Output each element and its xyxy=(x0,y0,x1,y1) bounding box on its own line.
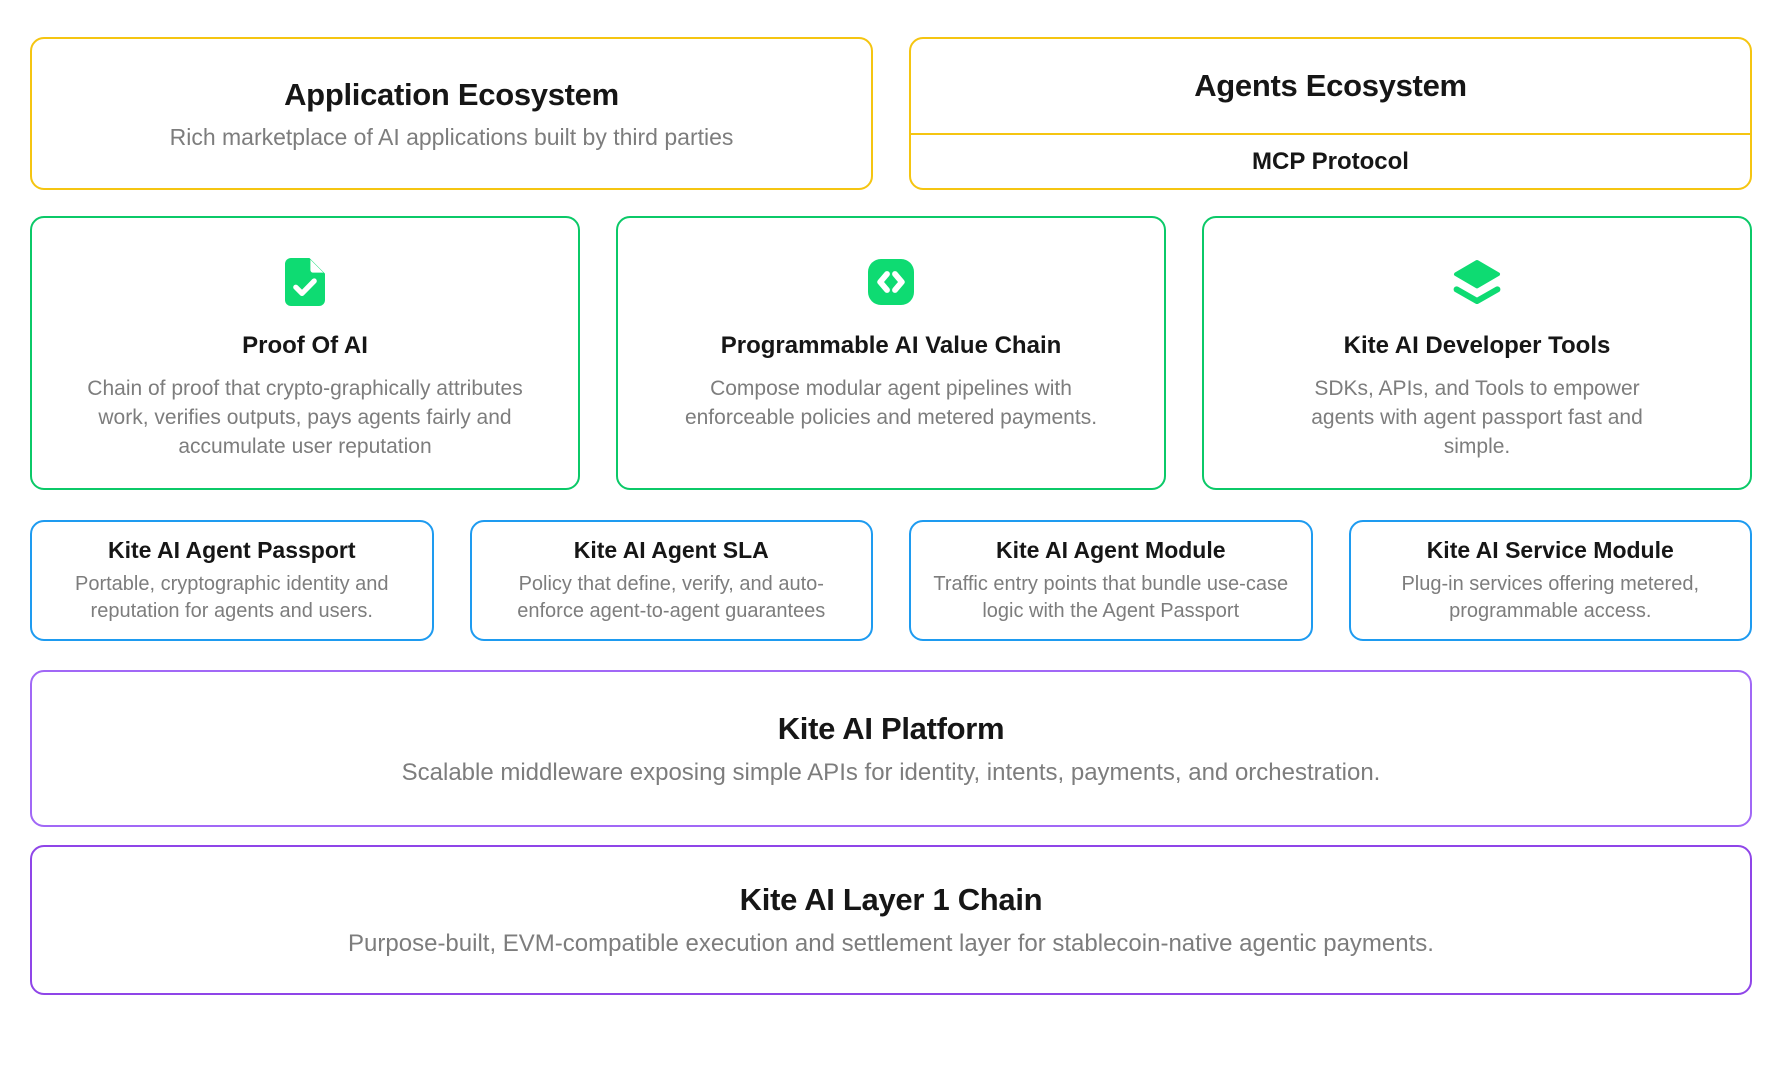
agents-ecosystem-divider xyxy=(911,133,1750,135)
agents-ecosystem-header: Agents Ecosystem xyxy=(911,39,1750,133)
agent-passport-card: Kite AI Agent Passport Portable, cryptog… xyxy=(30,520,434,641)
layers-icon xyxy=(1451,256,1503,308)
kite-layer1-subtitle: Purpose-built, EVM-compatible execution … xyxy=(348,930,1434,957)
application-ecosystem-title: Application Ecosystem xyxy=(284,76,619,112)
platform-row: Kite AI Platform Scalable middleware exp… xyxy=(30,670,1752,827)
developer-tools-description: SDKs, APIs, and Tools to empower agents … xyxy=(1311,377,1643,458)
module-row: Kite AI Agent Passport Portable, cryptog… xyxy=(30,520,1752,641)
programmable-value-chain-title: Programmable AI Value Chain xyxy=(720,332,1062,359)
service-module-card: Kite AI Service Module Plug-in services … xyxy=(1348,520,1752,641)
kite-layer1-title: Kite AI Layer 1 Chain xyxy=(739,882,1043,917)
agent-module-card: Kite AI Agent Module Traffic entry point… xyxy=(909,520,1313,641)
chain-row: Kite AI Layer 1 Chain Purpose-built, EVM… xyxy=(30,845,1752,995)
agents-ecosystem-card: Agents Ecosystem MCP Protocol xyxy=(909,37,1752,190)
proof-of-ai-title: Proof Of AI xyxy=(242,332,368,359)
service-module-title: Kite AI Service Module xyxy=(1426,536,1674,563)
service-module-description: Plug-in services offering metered, progr… xyxy=(1401,572,1700,622)
agent-module-description: Traffic entry points that bundle use-cas… xyxy=(933,572,1289,622)
mcp-protocol-section: MCP Protocol xyxy=(911,135,1750,188)
agent-passport-description: Portable, cryptographic identity and rep… xyxy=(74,572,389,622)
agent-passport-title: Kite AI Agent Passport xyxy=(108,536,356,563)
developer-tools-card: Kite AI Developer Tools SDKs, APIs, and … xyxy=(1202,216,1752,490)
agent-sla-card: Kite AI Agent SLA Policy that define, ve… xyxy=(469,520,873,641)
proof-of-ai-description: Chain of proof that crypto-graphically a… xyxy=(87,377,523,458)
proof-of-ai-card: Proof Of AI Chain of proof that crypto-g… xyxy=(30,216,580,490)
application-ecosystem-subtitle: Rich marketplace of AI applications buil… xyxy=(169,123,734,150)
agent-sla-description: Policy that define, verify, and auto-enf… xyxy=(517,572,826,622)
ecosystem-row: Application Ecosystem Rich marketplace o… xyxy=(30,37,1752,190)
kite-platform-title: Kite AI Platform xyxy=(777,710,1005,746)
programmable-value-chain-description: Compose modular agent pipelines with enf… xyxy=(684,377,1098,429)
agents-ecosystem-title: Agents Ecosystem xyxy=(1194,68,1467,103)
agent-module-title: Kite AI Agent Module xyxy=(995,536,1226,563)
file-check-icon xyxy=(285,256,325,308)
code-icon xyxy=(867,256,915,308)
application-ecosystem-card: Application Ecosystem Rich marketplace o… xyxy=(30,37,873,190)
feature-row: Proof Of AI Chain of proof that crypto-g… xyxy=(30,216,1752,490)
kite-platform-card: Kite AI Platform Scalable middleware exp… xyxy=(30,670,1752,827)
programmable-value-chain-card: Programmable AI Value Chain Compose modu… xyxy=(616,216,1166,490)
kite-layer1-card: Kite AI Layer 1 Chain Purpose-built, EVM… xyxy=(30,845,1752,995)
kite-platform-subtitle: Scalable middleware exposing simple APIs… xyxy=(401,758,1381,786)
developer-tools-title: Kite AI Developer Tools xyxy=(1343,332,1611,359)
agent-sla-title: Kite AI Agent SLA xyxy=(573,536,769,563)
mcp-protocol-label: MCP Protocol xyxy=(1252,147,1409,175)
